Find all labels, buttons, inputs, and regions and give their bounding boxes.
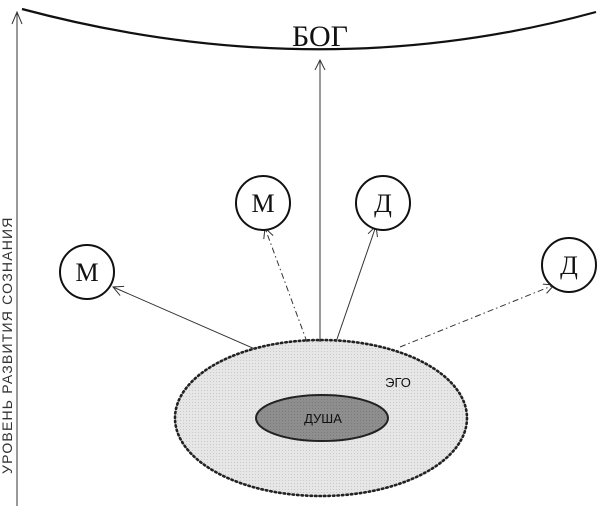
arrow-to-right-d <box>399 285 554 348</box>
ego-label: ЭГО <box>385 375 411 390</box>
node-center-m-label: М <box>251 189 274 218</box>
soul-ellipse <box>255 394 389 442</box>
node-center-d-label: Д <box>374 189 392 218</box>
node-center-d: Д <box>355 175 411 231</box>
consciousness-axis-label: УРОВЕНЬ РАЗВИТИЯ СОЗНАНИЯ <box>0 216 15 474</box>
node-right-d: Д <box>541 237 597 293</box>
god-label: БОГ <box>292 20 348 53</box>
soul-label: ДУША <box>304 411 342 426</box>
arrow-to-center-m <box>265 228 308 343</box>
god-curve <box>21 7 597 51</box>
node-right-d-label: Д <box>560 251 578 280</box>
arrow-to-center-d <box>335 226 376 343</box>
node-center-m: М <box>235 175 291 231</box>
node-left-m: М <box>59 244 115 300</box>
node-left-m-label: М <box>75 258 98 287</box>
consciousness-axis-arrowhead <box>11 10 23 25</box>
arrow-to-left-m <box>113 287 256 350</box>
